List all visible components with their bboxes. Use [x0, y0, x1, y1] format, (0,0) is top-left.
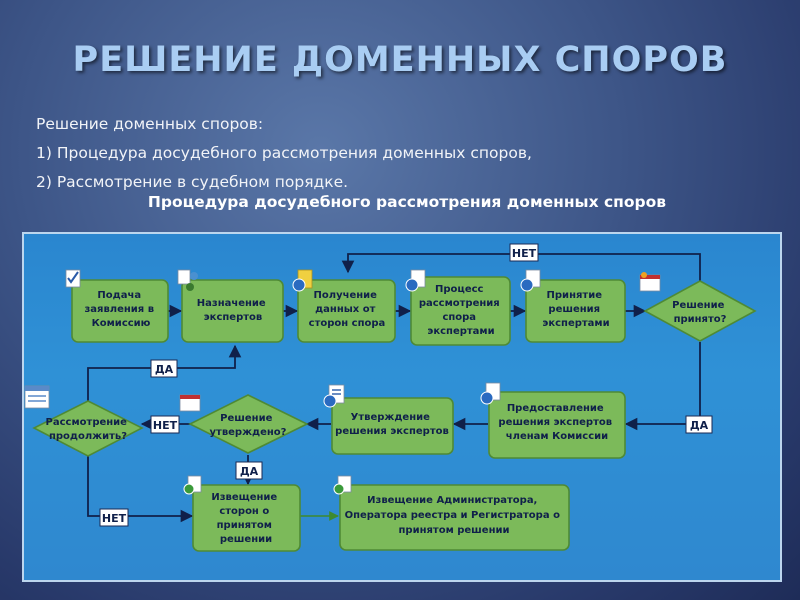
- document-globe-icon: [480, 382, 501, 405]
- people-icon: [177, 269, 198, 291]
- document-gear-icon: [405, 269, 426, 292]
- bullet-court: 2) Рассмотрение в судебном порядке.: [36, 173, 349, 191]
- label-no-top: НЕТ: [509, 243, 539, 262]
- bullet-list: Решение доменных споров: 1) Процедура до…: [36, 110, 776, 197]
- calendar-icon: [179, 394, 201, 412]
- node-notify-parties: Извещение сторон о принятом решении: [192, 484, 301, 552]
- node-assign: Назначение экспертов: [181, 279, 284, 343]
- label-yes-right: ДА: [685, 415, 713, 434]
- decision-accepted: Решение принято?: [643, 280, 757, 342]
- svg-text:Получение данных от: Получение данных от сторон спора: [309, 290, 386, 329]
- svg-text:Принятие решения э: Принятие решения экспертами: [542, 290, 609, 329]
- node-adopt: Принятие решения экспертами: [525, 279, 626, 343]
- node-provide: Предоставление решения экспертов членам …: [488, 391, 626, 459]
- node-notify-admin: Извещение Администратора, Оператора реес…: [339, 484, 570, 551]
- document-check-icon: [65, 269, 81, 288]
- decision-continue: Рассмотрение продолжить?: [32, 400, 144, 457]
- svg-text:Процесс рассмотрения: Процесс рассмотрения спора экспертами: [419, 284, 503, 337]
- folder-globe-icon: [292, 269, 313, 292]
- svg-text:Рассмотрение продолжить?: Рассмотрение продолжить?: [46, 417, 131, 442]
- node-approve: Утверждение решения экспертов: [331, 397, 454, 455]
- table-icon: [24, 385, 50, 409]
- svg-text:НЕТ: НЕТ: [102, 512, 127, 525]
- svg-text:ДА: ДА: [240, 465, 259, 478]
- node-submit: Подача заявления в Комиссию: [71, 279, 169, 343]
- label-no-continue: НЕТ: [99, 508, 129, 527]
- svg-text:НЕТ: НЕТ: [153, 419, 178, 432]
- svg-text:ДА: ДА: [155, 363, 174, 376]
- calendar-star-icon: [639, 272, 661, 292]
- svg-text:Предоставление решения э: Предоставление решения экспертов членам …: [498, 403, 615, 442]
- flow-subtitle: Процедура досудебного рассмотрения домен…: [147, 193, 667, 211]
- svg-text:Подача заявления в: Подача заявления в Комиссию: [84, 290, 157, 329]
- decision-approved: Решение утверждено?: [188, 394, 309, 454]
- svg-text:НЕТ: НЕТ: [512, 247, 537, 260]
- node-receive: Получение данных от сторон спора: [297, 279, 396, 343]
- svg-text:Назначение экспертов: Назначение экспертов: [197, 298, 269, 323]
- label-yes-approved: ДА: [235, 461, 263, 480]
- arrow-yes-down: [624, 342, 701, 431]
- label-yes-continue: ДА: [150, 359, 178, 378]
- svg-text:ДА: ДА: [690, 419, 709, 432]
- node-review: Процесс рассмотрения спора экспертами: [410, 276, 511, 346]
- bullet-pretrial: 1) Процедура досудебного рассмотрения до…: [36, 144, 532, 162]
- label-no-approved: НЕТ: [150, 415, 180, 434]
- svg-text:Утверждение решения эксп: Утверждение решения экспертов: [335, 412, 449, 437]
- document-globe-icon: [520, 269, 541, 292]
- document-check-icon: [183, 475, 202, 495]
- arrow-no-continue: [87, 456, 194, 523]
- svg-text:Извещение Администратора,: Извещение Администратора, Оператора реес…: [345, 495, 564, 536]
- svg-text:Решение утверждено?: Решение утверждено?: [210, 413, 287, 438]
- document-check-icon: [333, 475, 352, 495]
- checklist-globe-icon: [323, 384, 345, 408]
- svg-text:Решение принято?: Решение принято?: [672, 300, 728, 325]
- bullet-intro: Решение доменных споров:: [36, 115, 264, 133]
- svg-text:Извещение сторон о: Извещение сторон о принятом решении: [211, 492, 280, 545]
- slide-title: РЕШЕНИЕ ДОМЕННЫХ СПОРОВ: [72, 40, 728, 80]
